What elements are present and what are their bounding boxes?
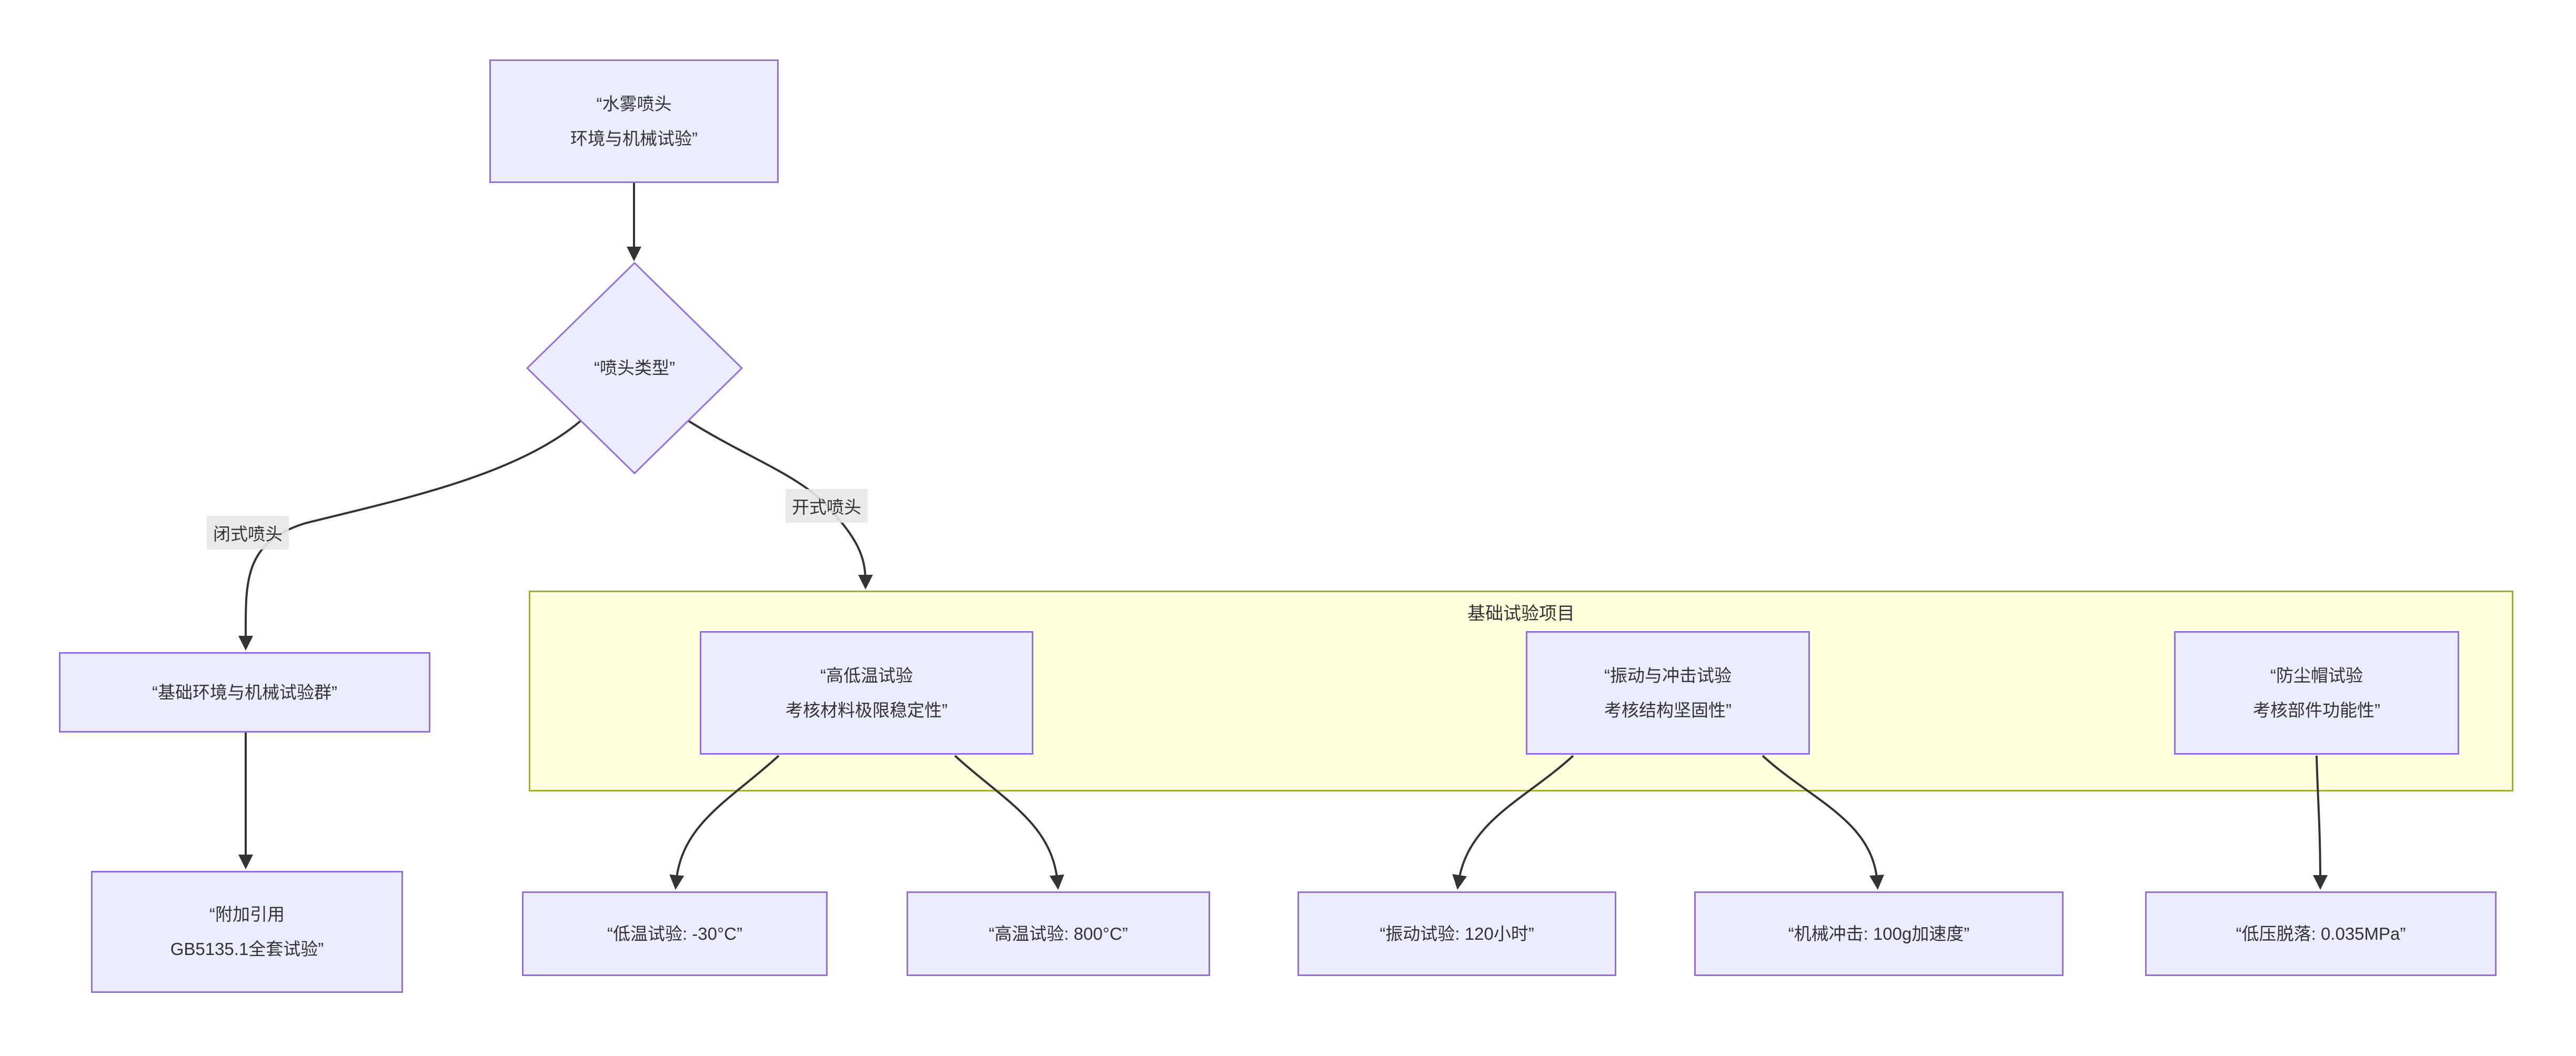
node-group-tests: “基础环境与机械试验群” xyxy=(59,652,430,733)
node-mech-shock: “机械冲击: 100g加速度” xyxy=(1694,891,2064,976)
node-high-temp: “高温试验: 800°C” xyxy=(907,891,1210,976)
node-root: “水雾喷头 环境与机械试验” xyxy=(489,59,779,183)
node-dustcap-test: “防尘帽试验 考核部件功能性” xyxy=(2174,631,2459,755)
node-root-line1: “水雾喷头 xyxy=(596,94,672,114)
node-decision-label: “喷头类型” xyxy=(594,358,675,378)
node-low-pressure-drop: “低压脱落: 0.035MPa” xyxy=(2145,891,2497,976)
node-vibration-line1: “振动与冲击试验 xyxy=(1604,665,1732,685)
edge-decision-to-group xyxy=(238,420,582,651)
edge-label-open-nozzle: 开式喷头 xyxy=(786,489,868,523)
edge-vibration-to-shock xyxy=(1762,755,1885,890)
node-dustcap-line2: 考核部件功能性” xyxy=(2253,700,2380,720)
node-mech-shock-label: “机械冲击: 100g加速度” xyxy=(1788,923,1970,943)
node-temp-test: “高低温试验 考核材料极限稳定性” xyxy=(700,631,1033,755)
edge-label-closed-nozzle: 闭式喷头 xyxy=(207,516,289,550)
node-vibration-line2: 考核结构坚固性” xyxy=(1604,700,1732,720)
node-low-temp-label: “低温试验: -30°C” xyxy=(607,923,743,943)
node-temp-line1: “高低温试验 xyxy=(820,665,913,685)
node-ref-gb5135: “附加引用 GB5135.1全套试验” xyxy=(91,871,403,993)
node-group-tests-label: “基础环境与机械试验群” xyxy=(152,682,337,702)
node-temp-line2: 考核材料极限稳定性” xyxy=(786,700,948,720)
edge-vibration-to-vibtest xyxy=(1452,755,1574,890)
node-vibration-hours-label: “振动试验: 120小时” xyxy=(1380,923,1534,943)
node-root-line2: 环境与机械试验” xyxy=(570,128,698,148)
node-dustcap-line1: “防尘帽试验 xyxy=(2270,665,2363,685)
edge-temp-to-lowtemp xyxy=(669,755,780,890)
node-low-pressure-drop-label: “低压脱落: 0.035MPa” xyxy=(2236,923,2406,943)
node-low-temp: “低温试验: -30°C” xyxy=(522,891,828,976)
node-high-temp-label: “高温试验: 800°C” xyxy=(989,923,1128,943)
cluster-title: 基础试验项目 xyxy=(1467,604,1575,624)
node-ref-line2: GB5135.1全套试验” xyxy=(170,939,324,959)
node-vibration-test: “振动与冲击试验 考核结构坚固性” xyxy=(1526,631,1810,755)
node-ref-line1: “附加引用 xyxy=(209,905,285,924)
decision-diamond-shape xyxy=(526,261,743,475)
edge-dustcap-to-drop xyxy=(2312,755,2328,890)
edge-temp-to-hightemp xyxy=(954,755,1064,890)
node-vibration-hours: “振动试验: 120小时” xyxy=(1297,891,1616,976)
